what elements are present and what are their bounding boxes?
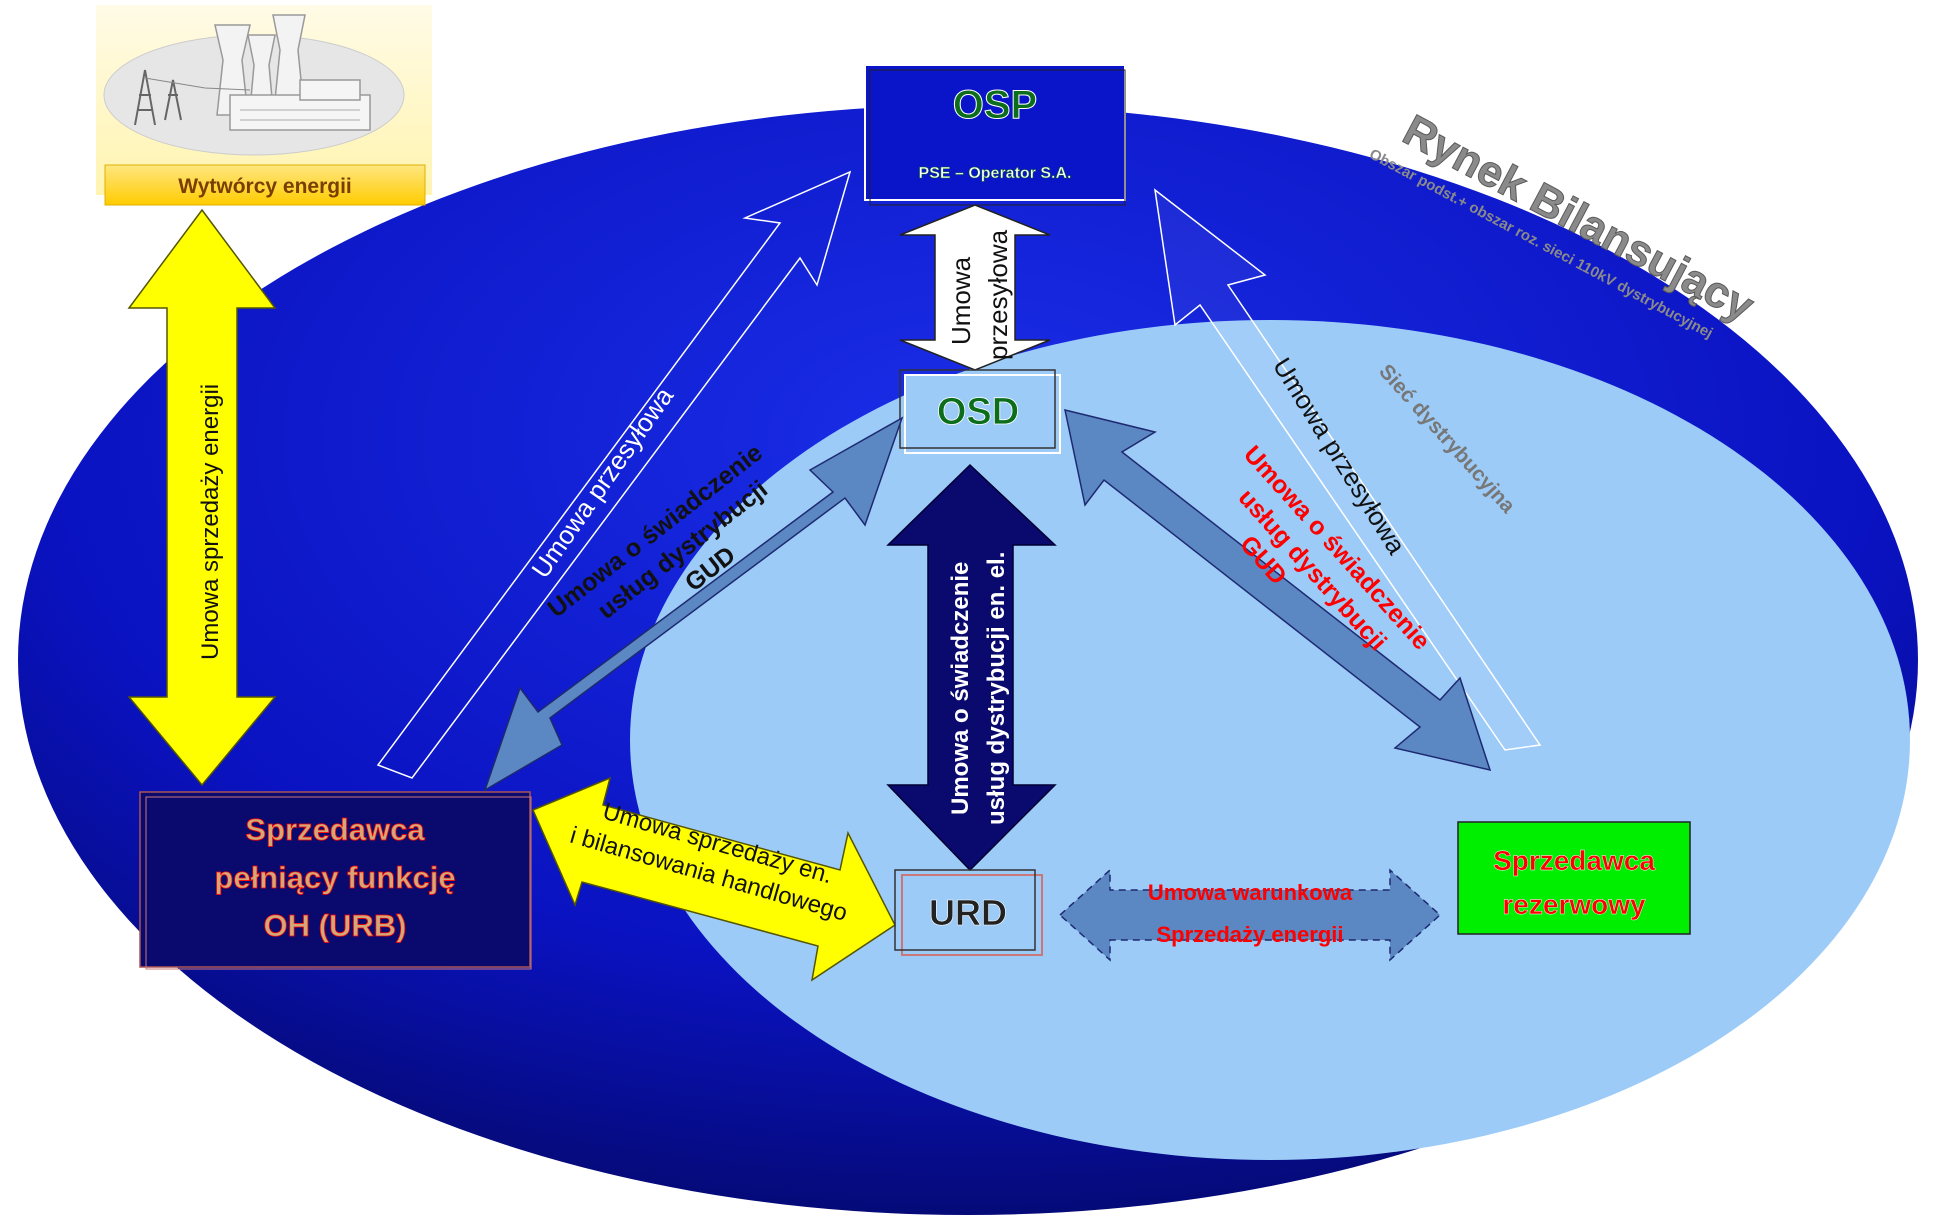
osp-subtitle: PSE – Operator S.A. <box>919 165 1072 182</box>
osp-title: OSP <box>953 83 1037 127</box>
backup-seller-box: Sprzedawca rezerwowy <box>1457 821 1691 935</box>
conditional-sale-arrow: Umowa warunkowa Sprzedaży energii <box>1058 868 1442 962</box>
backup-seller-line-1: Sprzedawca <box>1493 845 1655 876</box>
backup-seller-line-2: rezerwowy <box>1502 889 1646 920</box>
urd-box: URD <box>894 869 1043 956</box>
conditional-label-1: Umowa warunkowa <box>1148 880 1353 905</box>
distribution-urd-label-2: usług dystrybucji en. el. <box>983 552 1010 825</box>
transmission-osd-arrow: Umowa przesyłowa <box>899 204 1051 371</box>
seller-oh-line-1: Sprzedawca <box>245 812 425 847</box>
seller-oh-line-2: pełniący funkcję <box>214 860 455 895</box>
osd-title: OSD <box>937 391 1019 433</box>
osd-box: OSD <box>899 369 1061 454</box>
seller-oh-box: Sprzedawca pełniący funkcję OH (URB) <box>139 791 532 970</box>
distribution-urd-label-1: Umowa o świadczenie <box>947 562 974 815</box>
transmission-osd-label-2: przesyłowa <box>983 229 1013 360</box>
osp-box: OSP PSE – Operator S.A. <box>864 64 1126 206</box>
producers-label: Wytwórcy energii <box>178 175 352 198</box>
urd-title: URD <box>929 892 1007 933</box>
producer-sale-arrow: Umowa sprzedaży energii <box>127 208 277 787</box>
conditional-label-2: Sprzedaży energii <box>1156 922 1343 947</box>
distribution-network-area <box>630 320 1910 1160</box>
seller-oh-line-3: OH (URB) <box>264 908 407 943</box>
producer-sale-label: Umowa sprzedaży energii <box>197 384 224 660</box>
producers-box: Wytwórcy energii <box>96 5 432 206</box>
transmission-osd-label-1: Umowa <box>946 256 976 345</box>
